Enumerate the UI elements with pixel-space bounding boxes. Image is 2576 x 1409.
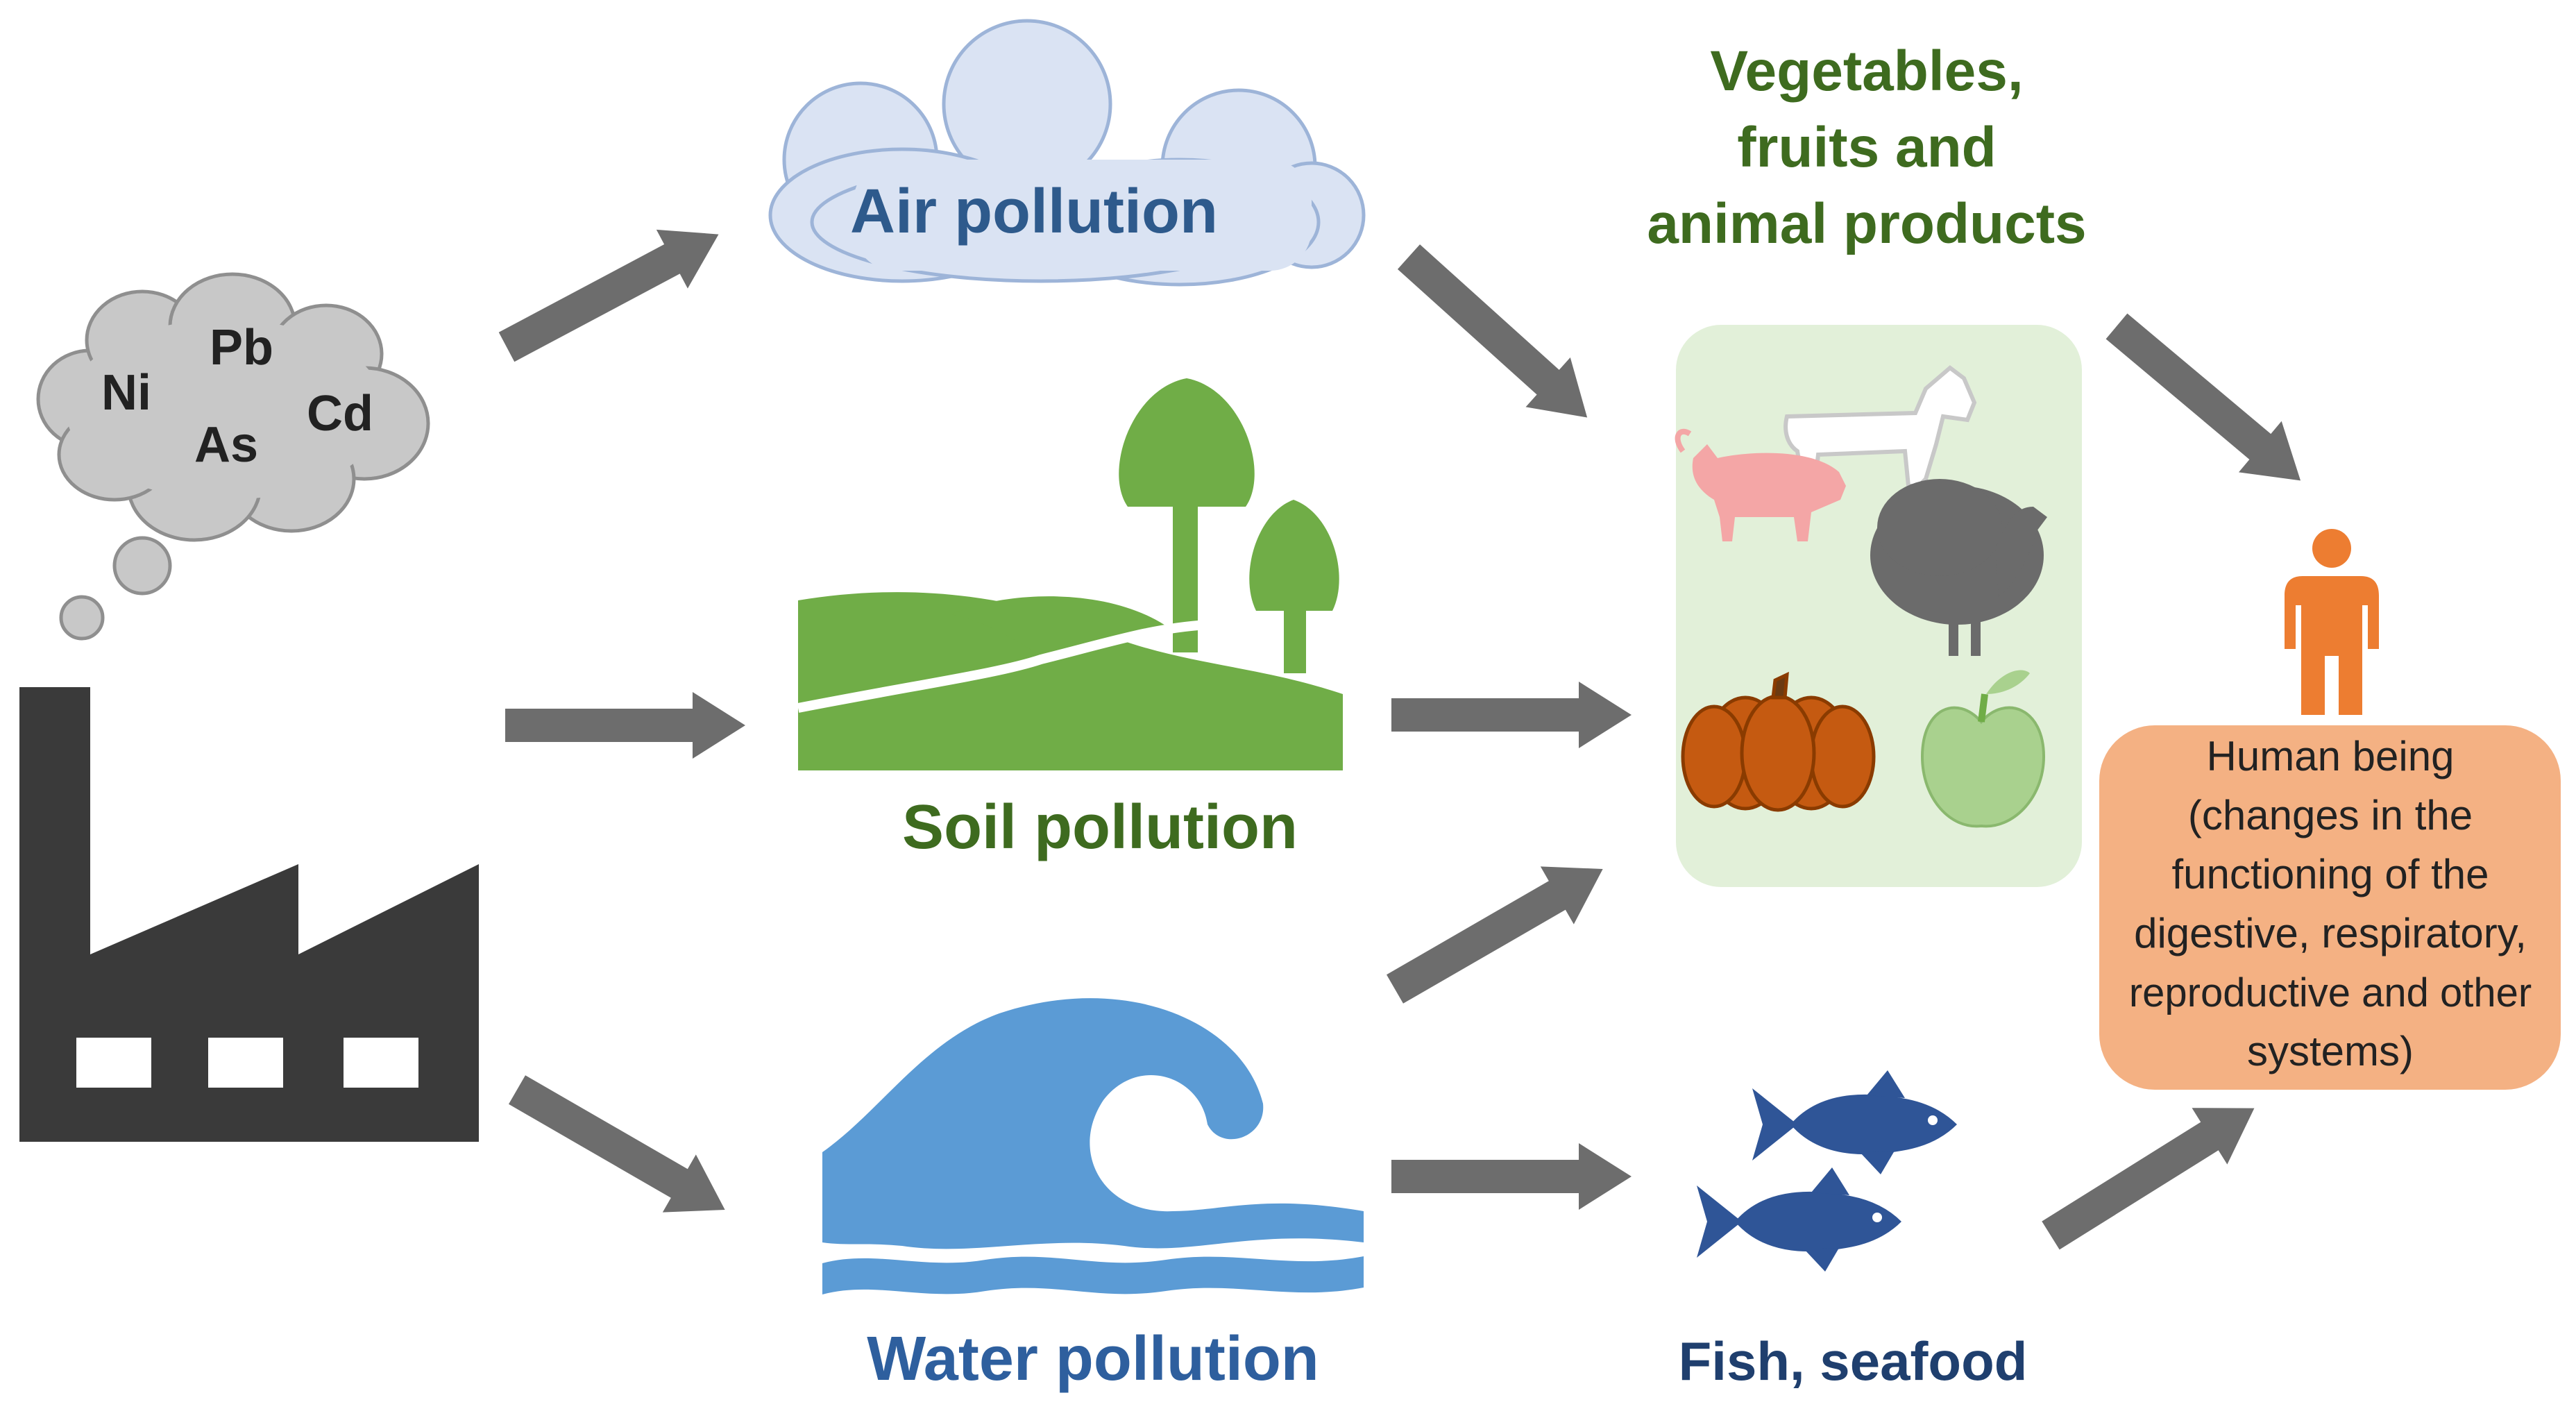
food-title-line: animal products <box>1647 192 2086 255</box>
arrow-factory-to-water <box>500 1061 742 1239</box>
human-text-line: functioning of the <box>2171 851 2489 897</box>
fish-seafood-label: Fish, seafood <box>1679 1331 2028 1392</box>
air-pollution-label: Air pollution <box>850 177 1218 246</box>
cow-icon <box>1783 365 1977 488</box>
air-cloud-icon <box>768 19 1366 287</box>
arrow-fish-to-human <box>2033 1079 2272 1264</box>
water-pollution-label: Water pollution <box>867 1324 1319 1394</box>
human-box <box>2099 725 2561 1090</box>
arrow-water-to-fish <box>1391 1143 1632 1210</box>
apple-icon <box>1920 670 2046 828</box>
fish-icon <box>1697 1070 1957 1272</box>
human-text-line: reproductive and other <box>2129 970 2532 1015</box>
person-icon <box>2285 529 2379 715</box>
pig-icon <box>1675 428 1846 541</box>
human-text-line: systems) <box>2247 1028 2414 1074</box>
human-text-line: digestive, respiratory, <box>2134 910 2527 956</box>
landscape-road <box>797 620 1208 713</box>
pumpkin-icon <box>1681 671 1876 812</box>
metal-label: Ni <box>101 365 151 421</box>
metal-labels: Ni Pb As Cd <box>101 320 373 473</box>
human-text-line: Human being <box>2207 733 2455 779</box>
metal-label: Pb <box>210 320 273 376</box>
factory-icon <box>19 687 479 1142</box>
turkey-icon <box>1870 479 2047 656</box>
soil-pollution-label: Soil pollution <box>902 793 1298 862</box>
fish-icon <box>1752 1070 1957 1174</box>
arrow-factory-to-air <box>491 205 735 377</box>
arrow-water-to-food <box>1378 840 1620 1018</box>
fish-icon <box>1697 1167 1901 1272</box>
arrow-food-to-human <box>2095 301 2322 507</box>
human-text-line: (changes in the <box>2188 792 2473 838</box>
arrow-air-to-food <box>1386 232 1610 443</box>
human-text: Human being (changes in the functioning … <box>2129 733 2532 1074</box>
arrow-factory-to-soil <box>505 692 745 759</box>
landscape-icon <box>798 378 1343 770</box>
arrow-soil-to-food <box>1391 682 1632 748</box>
metal-label: Cd <box>307 386 373 441</box>
food-title: Vegetables, fruits and animal products <box>1647 40 2086 255</box>
food-title-line: Vegetables, <box>1710 40 2023 103</box>
metal-label: As <box>194 417 258 473</box>
metal-cloud-icon <box>36 272 430 641</box>
food-title-line: fruits and <box>1737 116 1997 179</box>
wave-icon <box>822 998 1364 1294</box>
